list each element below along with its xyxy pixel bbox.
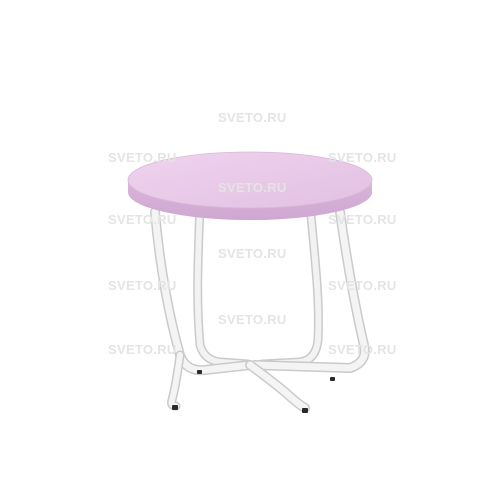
watermark-text: SVETO.RU (108, 212, 177, 227)
watermark-text: SVETO.RU (328, 342, 397, 357)
watermark-text: SVETO.RU (328, 150, 397, 165)
watermark-text: SVETO.RU (218, 246, 287, 261)
front-legs (150, 207, 370, 413)
feet (172, 370, 335, 413)
watermark-text: SVETO.RU (108, 342, 177, 357)
watermark-text: SVETO.RU (108, 150, 177, 165)
watermark-text: SVETO.RU (218, 180, 287, 195)
watermark-text: SVETO.RU (328, 212, 397, 227)
tabletop (127, 151, 373, 220)
watermark-text: SVETO.RU (218, 110, 287, 125)
watermark-text: SVETO.RU (108, 278, 177, 293)
watermark-text: SVETO.RU (328, 278, 397, 293)
back-legs (193, 200, 323, 369)
watermark-text: SVETO.RU (218, 312, 287, 327)
